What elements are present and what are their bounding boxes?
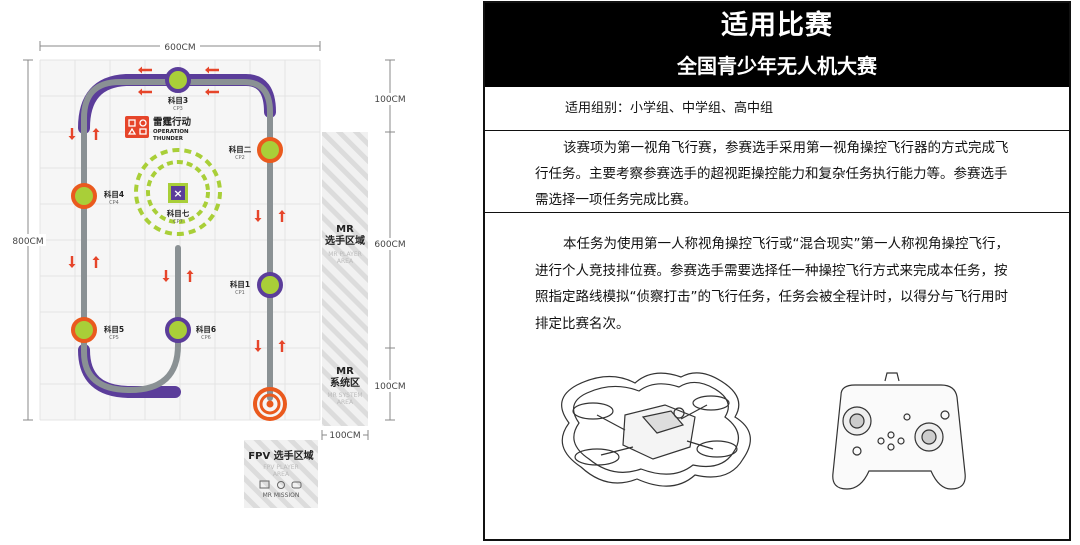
card-subtitle: 全国青少年无人机大赛 (677, 54, 877, 78)
mr-player-label: MR (336, 224, 354, 235)
cp7-code: CP7 (173, 219, 183, 225)
svg-text:×: × (173, 187, 182, 200)
checkpoint-cp1 (257, 272, 283, 298)
cp2-code: CP2 (235, 155, 245, 161)
fpv-label-en: FPV PLAYER (263, 464, 298, 471)
mr-system-label-en: MR SYSTEM (327, 392, 362, 399)
mr-system-zone (322, 352, 368, 426)
fpv-zone (244, 440, 318, 508)
cp6-label: 科目6 (196, 324, 216, 334)
card-title: 适用比赛 (721, 10, 833, 41)
checkpoint-cp4 (71, 183, 97, 209)
intro-paragraph: 该赛项为第一视角飞行赛，参赛选手采用第一视角操控飞行器的方式完成飞行任务。主要考… (485, 131, 1069, 213)
info-card: 适用比赛 全国青少年无人机大赛 适用组别：小学组、中学组、高中组 该赛项为第一视… (483, 1, 1071, 541)
cp4-code: CP4 (109, 200, 119, 206)
operation-thunder-logo: 雷霆行动 OPERATION THUNDER (125, 116, 192, 142)
cp4-label: 科目4 (104, 189, 124, 199)
mr-player-label-en-2: AREA (337, 258, 354, 265)
checkpoint-cp3 (165, 67, 191, 93)
device-illustration (561, 372, 966, 490)
cp5-code: CP5 (109, 335, 119, 341)
cp3-code: CP3 (173, 106, 183, 112)
mr-system-label-en-2: AREA (337, 399, 354, 406)
fpv-label-en-2: AREA (273, 471, 290, 478)
fpv-label: FPV 选手区域 (248, 449, 313, 462)
mr-system-label-2: 系统区 (330, 376, 360, 389)
course-map: 600CM 800CM 100CM 600CM 100CM 100CM MR 选… (0, 0, 470, 545)
course-map-svg: 600CM 800CM 100CM 600CM 100CM 100CM MR 选… (10, 40, 408, 508)
fpv-device-icons (259, 480, 302, 489)
start-target (253, 387, 287, 421)
cp2-label: 科目二 (229, 144, 252, 154)
cp6-code: CP6 (201, 335, 211, 341)
logo-title: 雷霆行动 (153, 116, 192, 128)
cp1-code: CP1 (235, 290, 245, 296)
direction-arrows (68, 66, 286, 352)
dim-bottom-gap: 100CM (329, 431, 360, 441)
dim-height: 800CM (12, 237, 43, 247)
dim-right-top: 100CM (374, 95, 405, 105)
dim-right-bottom: 100CM (374, 382, 405, 392)
cp7-label: 科目七 (167, 208, 190, 218)
mr-mission-label: MR MISSION (263, 492, 300, 499)
mr-system-label: MR (336, 366, 354, 377)
task-section: 本任务为使用第一人称视角操控飞行或“混合现实”第一人称视角操控飞行，进行个人竞技… (485, 213, 1069, 337)
task-paragraph: 本任务为使用第一人称视角操控飞行或“混合现实”第一人称视角操控飞行，进行个人竞技… (535, 236, 1009, 332)
card-header: 适用比赛 全国青少年无人机大赛 (485, 3, 1069, 87)
cp5-label: 科目5 (104, 324, 124, 334)
logo-subtitle-2: THUNDER (153, 136, 184, 142)
checkpoint-cp2 (257, 137, 283, 163)
controller-icon (832, 372, 966, 490)
dim-right-middle: 600CM (374, 240, 405, 250)
target-zone (134, 148, 222, 236)
mr-player-label-en: MR PLAYER (328, 251, 362, 258)
logo-subtitle-1: OPERATION (153, 129, 189, 135)
mr-player-zone (322, 132, 368, 352)
dim-width: 600CM (164, 43, 195, 53)
mr-player-label-2: 选手区域 (325, 234, 365, 247)
checkpoint-cp5 (71, 317, 97, 343)
cp3-label: 科目3 (168, 95, 188, 105)
checkpoint-cp6 (165, 317, 191, 343)
drone-icon (561, 372, 751, 487)
group-line: 适用组别：小学组、中学组、高中组 (485, 87, 1069, 131)
cp1-label: 科目1 (230, 279, 250, 289)
track (81, 79, 273, 401)
